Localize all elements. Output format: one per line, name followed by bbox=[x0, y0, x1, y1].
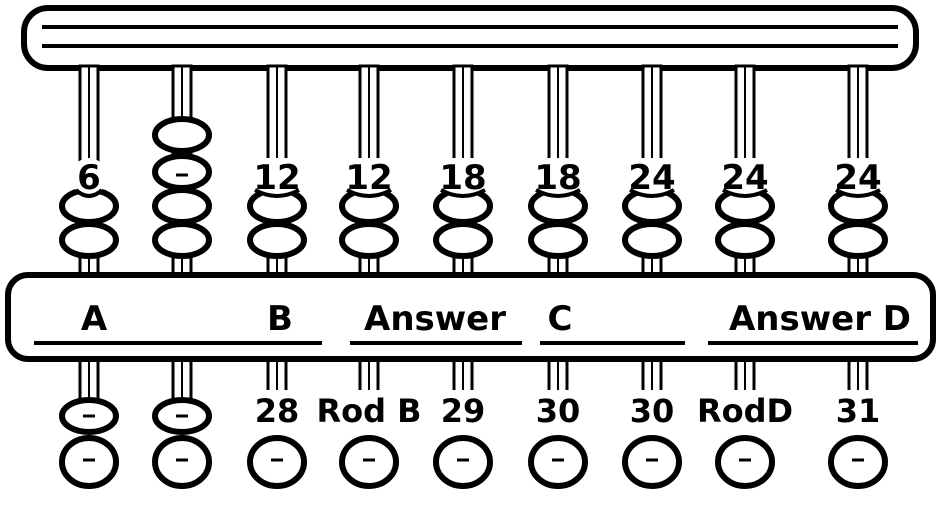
upper-bead bbox=[250, 224, 304, 256]
beam-label-2: B bbox=[267, 299, 293, 339]
upper-bead bbox=[155, 224, 209, 256]
lower-bead-bottom bbox=[62, 438, 116, 486]
lower-bead-bottom bbox=[718, 438, 772, 486]
upper-label-4: 12 bbox=[345, 158, 392, 198]
upper-label-1: 6 bbox=[77, 158, 101, 198]
upper-label-6: 18 bbox=[534, 158, 581, 198]
lower-bead-bottom bbox=[531, 438, 585, 486]
lower-label-4: Rod B bbox=[316, 392, 421, 430]
lower-bead-bottom bbox=[831, 438, 885, 486]
upper-label-9: 24 bbox=[834, 158, 881, 198]
lower-label-9: 31 bbox=[836, 392, 881, 430]
upper-label-3: 12 bbox=[253, 158, 300, 198]
lower-bead-bottom bbox=[436, 438, 490, 486]
upper-bead bbox=[155, 190, 209, 222]
upper-bead bbox=[155, 156, 209, 188]
upper-bead bbox=[342, 224, 396, 256]
upper-bead bbox=[62, 224, 116, 256]
lower-bead-bottom bbox=[625, 438, 679, 486]
lower-label-5: 29 bbox=[441, 392, 486, 430]
upper-bead bbox=[155, 119, 209, 151]
upper-bead bbox=[718, 224, 772, 256]
lower-bead-bottom bbox=[250, 438, 304, 486]
lower-label-3: 28 bbox=[255, 392, 300, 430]
lower-bead-bottom bbox=[155, 438, 209, 486]
lower-bead-bottom bbox=[342, 438, 396, 486]
upper-bead bbox=[625, 224, 679, 256]
top-frame-bar bbox=[24, 8, 916, 68]
upper-bead bbox=[531, 224, 585, 256]
upper-bead bbox=[436, 224, 490, 256]
beam-label-3: Answer bbox=[364, 299, 506, 339]
lower-label-7: 30 bbox=[630, 392, 675, 430]
beam-label-1: A bbox=[81, 299, 108, 339]
upper-label-7: 24 bbox=[628, 158, 675, 198]
upper-bead bbox=[831, 224, 885, 256]
upper-label-5: 18 bbox=[439, 158, 486, 198]
beam-label-5: Answer D bbox=[729, 299, 911, 339]
lower-label-8: RodD bbox=[697, 392, 793, 430]
beam-label-4: C bbox=[548, 299, 573, 339]
lower-label-6: 30 bbox=[536, 392, 581, 430]
upper-label-8: 24 bbox=[721, 158, 768, 198]
